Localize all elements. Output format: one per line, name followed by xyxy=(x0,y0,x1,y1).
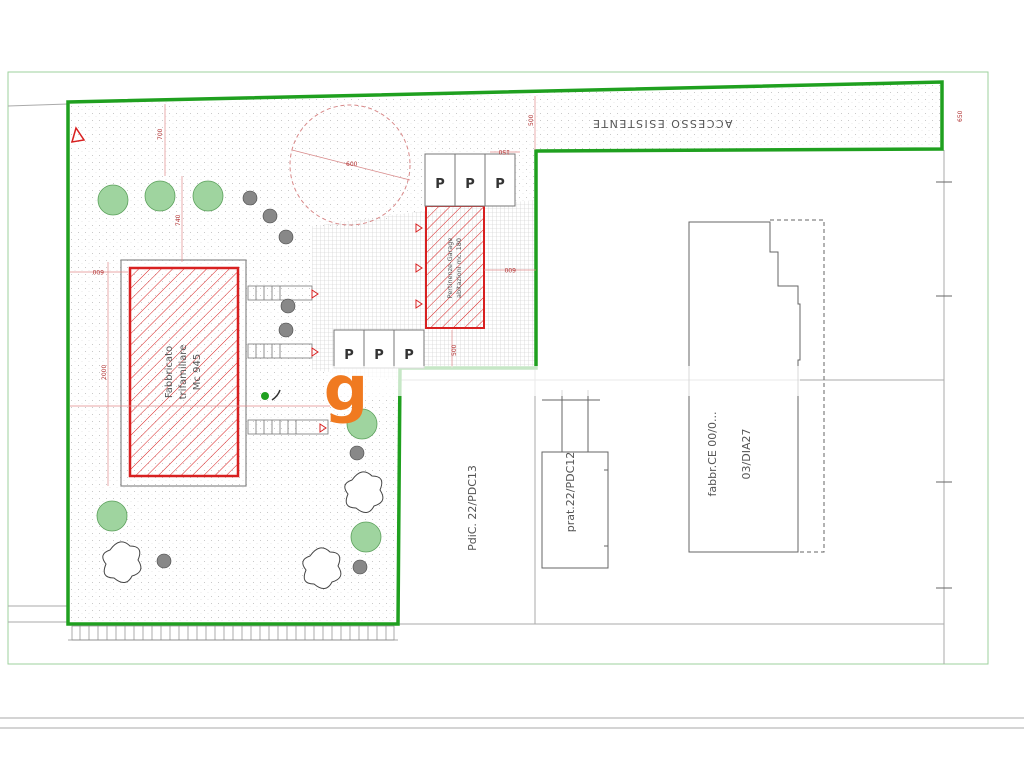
garage-footprint xyxy=(425,205,485,329)
watermark-logo: g xyxy=(324,352,368,425)
entry-point-icon xyxy=(261,392,269,400)
dimension-labels: 700 740 600 2000 600 500 150 500 650 xyxy=(92,110,964,380)
parking-symbol: P xyxy=(435,177,445,192)
parking-symbol: P xyxy=(374,348,384,363)
site-frame xyxy=(7,71,989,665)
parking-stalls-lower: P P P xyxy=(333,329,425,369)
svg-text:trifamiliare: trifamiliare xyxy=(178,345,189,400)
lot-label-2: prat.22/PDC12 xyxy=(564,452,577,533)
svg-text:abitazioni mc. 180: abitazioni mc. 180 xyxy=(455,238,463,298)
svg-text:600: 600 xyxy=(92,268,104,275)
neighbour-building-3 xyxy=(688,219,825,553)
svg-text:740: 740 xyxy=(175,214,182,226)
garage-label: Pertinenze-Garage abitazioni mc. 180 xyxy=(446,238,463,299)
svg-text:150: 150 xyxy=(498,148,510,155)
access-label: ACCESSO ESISTENTE xyxy=(592,117,733,130)
parking-symbol: P xyxy=(404,348,414,363)
parking-symbol: P xyxy=(495,177,505,192)
svg-text:700: 700 xyxy=(157,128,164,140)
svg-text:Mc 945: Mc 945 xyxy=(192,354,203,390)
svg-text:03/DIA27: 03/DIA27 xyxy=(740,429,753,480)
fence xyxy=(71,625,395,641)
neighbour-building-2 xyxy=(541,390,609,569)
svg-text:Pertinenze-Garage: Pertinenze-Garage xyxy=(446,238,454,299)
building-outline xyxy=(120,259,247,487)
svg-text:2000: 2000 xyxy=(101,365,108,380)
svg-text:500: 500 xyxy=(528,114,535,126)
turning-circle xyxy=(289,104,411,226)
svg-text:fabbr.CE 00/0...: fabbr.CE 00/0... xyxy=(706,412,719,497)
trees-green xyxy=(96,180,382,553)
parking-symbol: P xyxy=(344,348,354,363)
shrubs-dark xyxy=(156,190,368,575)
svg-text:650: 650 xyxy=(957,110,964,122)
building-footprint xyxy=(128,266,240,478)
entry-triangle-marker xyxy=(70,126,86,143)
building-label: Fabbricato trifamiliare Mc 945 xyxy=(164,345,203,400)
lot-label-3: fabbr.CE 00/0... 03/DIA27 xyxy=(706,412,753,497)
entry-markers xyxy=(311,223,423,433)
svg-text:600: 600 xyxy=(504,266,516,273)
lot-label-1: PdiC. 22/PDC13 xyxy=(466,465,479,551)
parking-symbol: P xyxy=(465,177,475,192)
dimension-label: 600 xyxy=(346,161,358,168)
parking-stalls-top: P P P xyxy=(424,153,516,207)
dimension-lines xyxy=(70,96,536,486)
svg-text:Fabbricato: Fabbricato xyxy=(164,346,175,398)
watermark-band xyxy=(330,366,800,396)
ornamental-plants xyxy=(102,471,384,589)
svg-text:500: 500 xyxy=(451,344,458,356)
boundary-ticks xyxy=(936,181,952,589)
